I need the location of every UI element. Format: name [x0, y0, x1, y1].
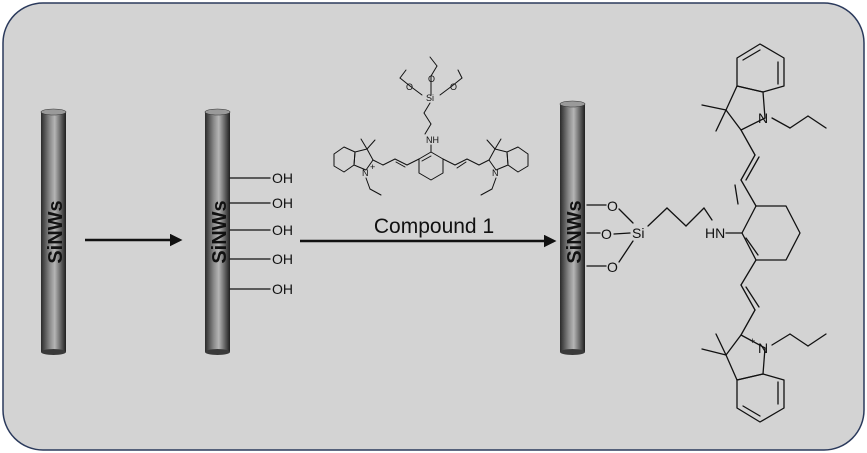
nanowire-label-1: SiNWs — [45, 200, 67, 263]
nanowire-bare: SiNWs — [40, 108, 67, 355]
svg-text:Si: Si — [426, 93, 434, 103]
compound-1-structure: O O O Si NH N + — [333, 56, 529, 196]
svg-text:O: O — [601, 226, 612, 242]
svg-text:N: N — [492, 168, 499, 178]
svg-text:N: N — [362, 168, 369, 178]
hydroxyl-group-5: OH — [272, 281, 293, 297]
svg-text:NH: NH — [426, 135, 439, 145]
svg-text:Si: Si — [632, 225, 644, 241]
nanowire-label-3: SiNWs — [564, 200, 586, 263]
svg-text:O: O — [450, 82, 457, 92]
nanowire-hydroxylated: SiNWs OH OH OH OH OH — [204, 108, 293, 355]
nanowire-functionalized: SiNWs — [559, 100, 586, 355]
attached-dye-structure: O O O Si HN N — [586, 43, 827, 423]
svg-text:HN: HN — [705, 225, 725, 241]
hydroxyl-group-1: OH — [272, 170, 293, 186]
svg-text:+: + — [370, 162, 375, 172]
hydroxyl-group-3: OH — [272, 222, 293, 238]
hydroxyl-group-4: OH — [272, 251, 293, 267]
svg-text:O: O — [428, 74, 435, 84]
svg-text:O: O — [607, 198, 618, 214]
svg-text:O: O — [607, 259, 618, 275]
svg-text:O: O — [406, 82, 413, 92]
hydroxyl-group-2: OH — [272, 195, 293, 211]
nanowire-label-2: SiNWs — [209, 200, 231, 263]
reaction-label: Compound 1 — [374, 215, 494, 238]
svg-text:N: N — [758, 340, 768, 356]
svg-text:N: N — [758, 110, 768, 126]
svg-text:+: + — [750, 336, 755, 346]
